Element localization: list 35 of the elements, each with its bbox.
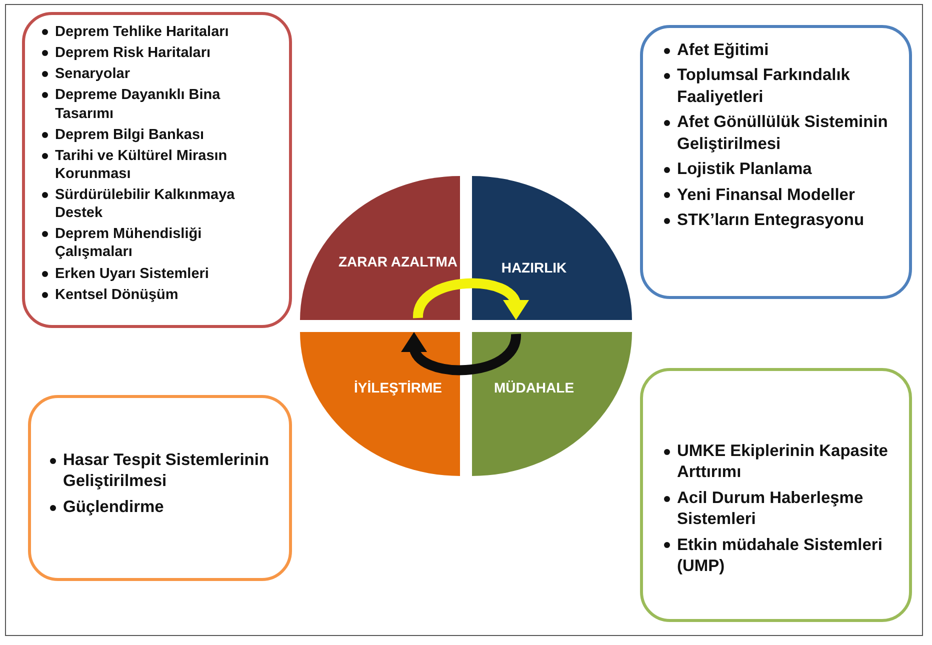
list-card (22, 12, 292, 328)
list-text: Acil Durum Haberleşme Sistemleri (677, 488, 864, 528)
phase-label: MÜDAHALE (492, 380, 576, 396)
cycle-segment (300, 176, 460, 320)
list-card (640, 25, 912, 299)
list-text: Depreme Dayanıklı Bina Tasarımı (55, 87, 220, 122)
phase-label: HAZIRLIK (500, 260, 568, 276)
list-text: Lojistik Planlama (677, 160, 812, 178)
list-text: Kentsel Dönüşüm (55, 286, 178, 303)
list-text: Yeni Finansal Modeller (677, 186, 855, 204)
list-text: Deprem Mühendisliği Çalışmaları (55, 226, 202, 260)
list-text: Toplumsal Farkındalık Faaliyetleri (677, 66, 850, 106)
list-text: UMKE Ekiplerinin Kapasite Arttırımı (677, 442, 888, 482)
list-text: Sürdürülebilir Kalkınmaya Destek (55, 187, 235, 222)
list-text: Güçlendirme (63, 498, 164, 516)
list-text: Hasar Tespit Sistemlerinin Geliştirilmesi (63, 451, 270, 490)
phase-label: ZARAR AZALTMA (338, 254, 458, 270)
cycle-segment (300, 332, 460, 476)
list-text: Senaryolar (55, 66, 130, 82)
list-text: STK’ların Entegrasyonu (677, 211, 864, 230)
list-text: Tarihi ve Kültürel Mirasın Korunması (55, 148, 228, 182)
list-text: Afet Gönüllülük Sisteminin Geliştirilmesi (677, 113, 888, 153)
cycle-segment (472, 176, 632, 320)
list-text: Afet Eğitimi (677, 41, 769, 59)
phase-label: İYİLEŞTİRME (353, 380, 443, 396)
list-text: Deprem Tehlike Haritaları (55, 24, 229, 40)
cycle-segment (472, 332, 632, 476)
curved-arrow (402, 332, 521, 375)
list-text: Deprem Risk Haritaları (55, 45, 211, 62)
list-text: Deprem Bilgi Bankası (55, 126, 204, 143)
list-text: Erken Uyarı Sistemleri (55, 266, 209, 282)
curved-arrow (413, 278, 527, 320)
list-card (640, 368, 912, 622)
list-card (28, 395, 292, 581)
list-text: Etkin müdahale Sistemleri (UMP) (677, 536, 882, 576)
